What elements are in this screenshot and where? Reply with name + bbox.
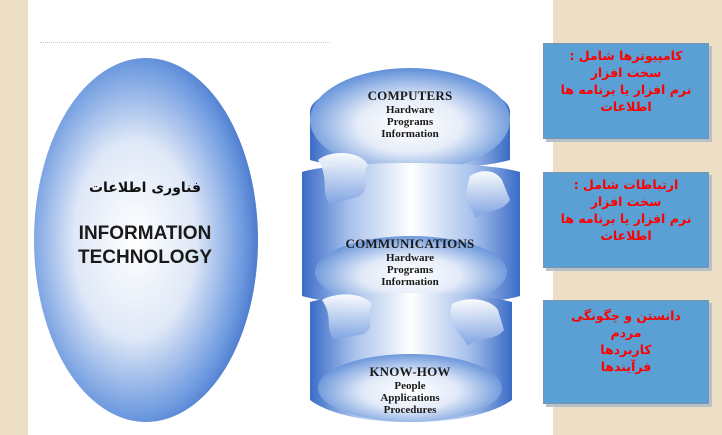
callout-line: اطلاعات	[600, 228, 652, 243]
callout-line: دانستن و چگونگی	[571, 308, 681, 323]
callout-line: فرآیندها	[600, 359, 652, 374]
communications-title: COMMUNICATIONS	[345, 236, 475, 251]
computers-item: Information	[381, 128, 439, 140]
callout-line: سخت افزار	[590, 194, 662, 209]
callout-line: کامپیوترها شامل :	[569, 48, 683, 63]
it-ellipse	[34, 58, 258, 422]
puzzle-connector-left	[318, 153, 368, 205]
puzzle-connector-lower-right	[450, 299, 504, 346]
farsi-title: فناوری اطلاعات	[88, 180, 202, 196]
computers-label: COMPUTERS Hardware Programs Information	[340, 88, 480, 140]
communications-face	[315, 236, 507, 308]
knowhow-title: KNOW-HOW	[369, 364, 451, 379]
callout-line: مردم	[610, 325, 642, 340]
knowhow-item: People	[394, 380, 426, 392]
divider-line	[40, 42, 330, 43]
callout-line: نرم افزار یا برنامه ها	[560, 211, 692, 226]
callout-computers: کامپیوترها شامل : سخت افزار نرم افزار یا…	[543, 43, 709, 139]
callout-line: اطلاعات	[600, 99, 652, 114]
information-technology-title: INFORMATION TECHNOLOGY	[50, 222, 240, 270]
callout-line: سخت افزار	[590, 65, 662, 80]
callout-communications: ارتباطات شامل : سخت افزار نرم افزار یا ب…	[543, 172, 709, 268]
knowhow-item: Procedures	[383, 404, 437, 416]
computers-item: Programs	[386, 116, 434, 128]
communications-item: Information	[381, 276, 439, 288]
callout-line: نرم افزار یا برنامه ها	[560, 82, 692, 97]
callout-line: ارتباطات شامل :	[573, 177, 679, 192]
callout-knowhow: دانستن و چگونگی مردم کاربردها فرآیندها	[543, 300, 709, 404]
communications-item: Programs	[386, 264, 434, 276]
knowhow-label: KNOW-HOW People Applications Procedures	[350, 364, 470, 416]
knowhow-face	[318, 354, 502, 422]
computers-title: COMPUTERS	[367, 88, 453, 103]
computers-top	[310, 68, 510, 172]
callout-line: کاربردها	[600, 342, 652, 357]
knowhow-item: Applications	[380, 392, 440, 404]
communications-item: Hardware	[385, 252, 435, 264]
communications-label: COMMUNICATIONS Hardware Programs Informa…	[330, 236, 490, 288]
it-title-line-2: TECHNOLOGY	[77, 247, 213, 268]
puzzle-connector-right	[466, 171, 510, 218]
it-title-line-1: INFORMATION	[78, 223, 212, 244]
puzzle-connector-lower-left	[322, 294, 372, 340]
computers-item: Hardware	[385, 104, 435, 116]
